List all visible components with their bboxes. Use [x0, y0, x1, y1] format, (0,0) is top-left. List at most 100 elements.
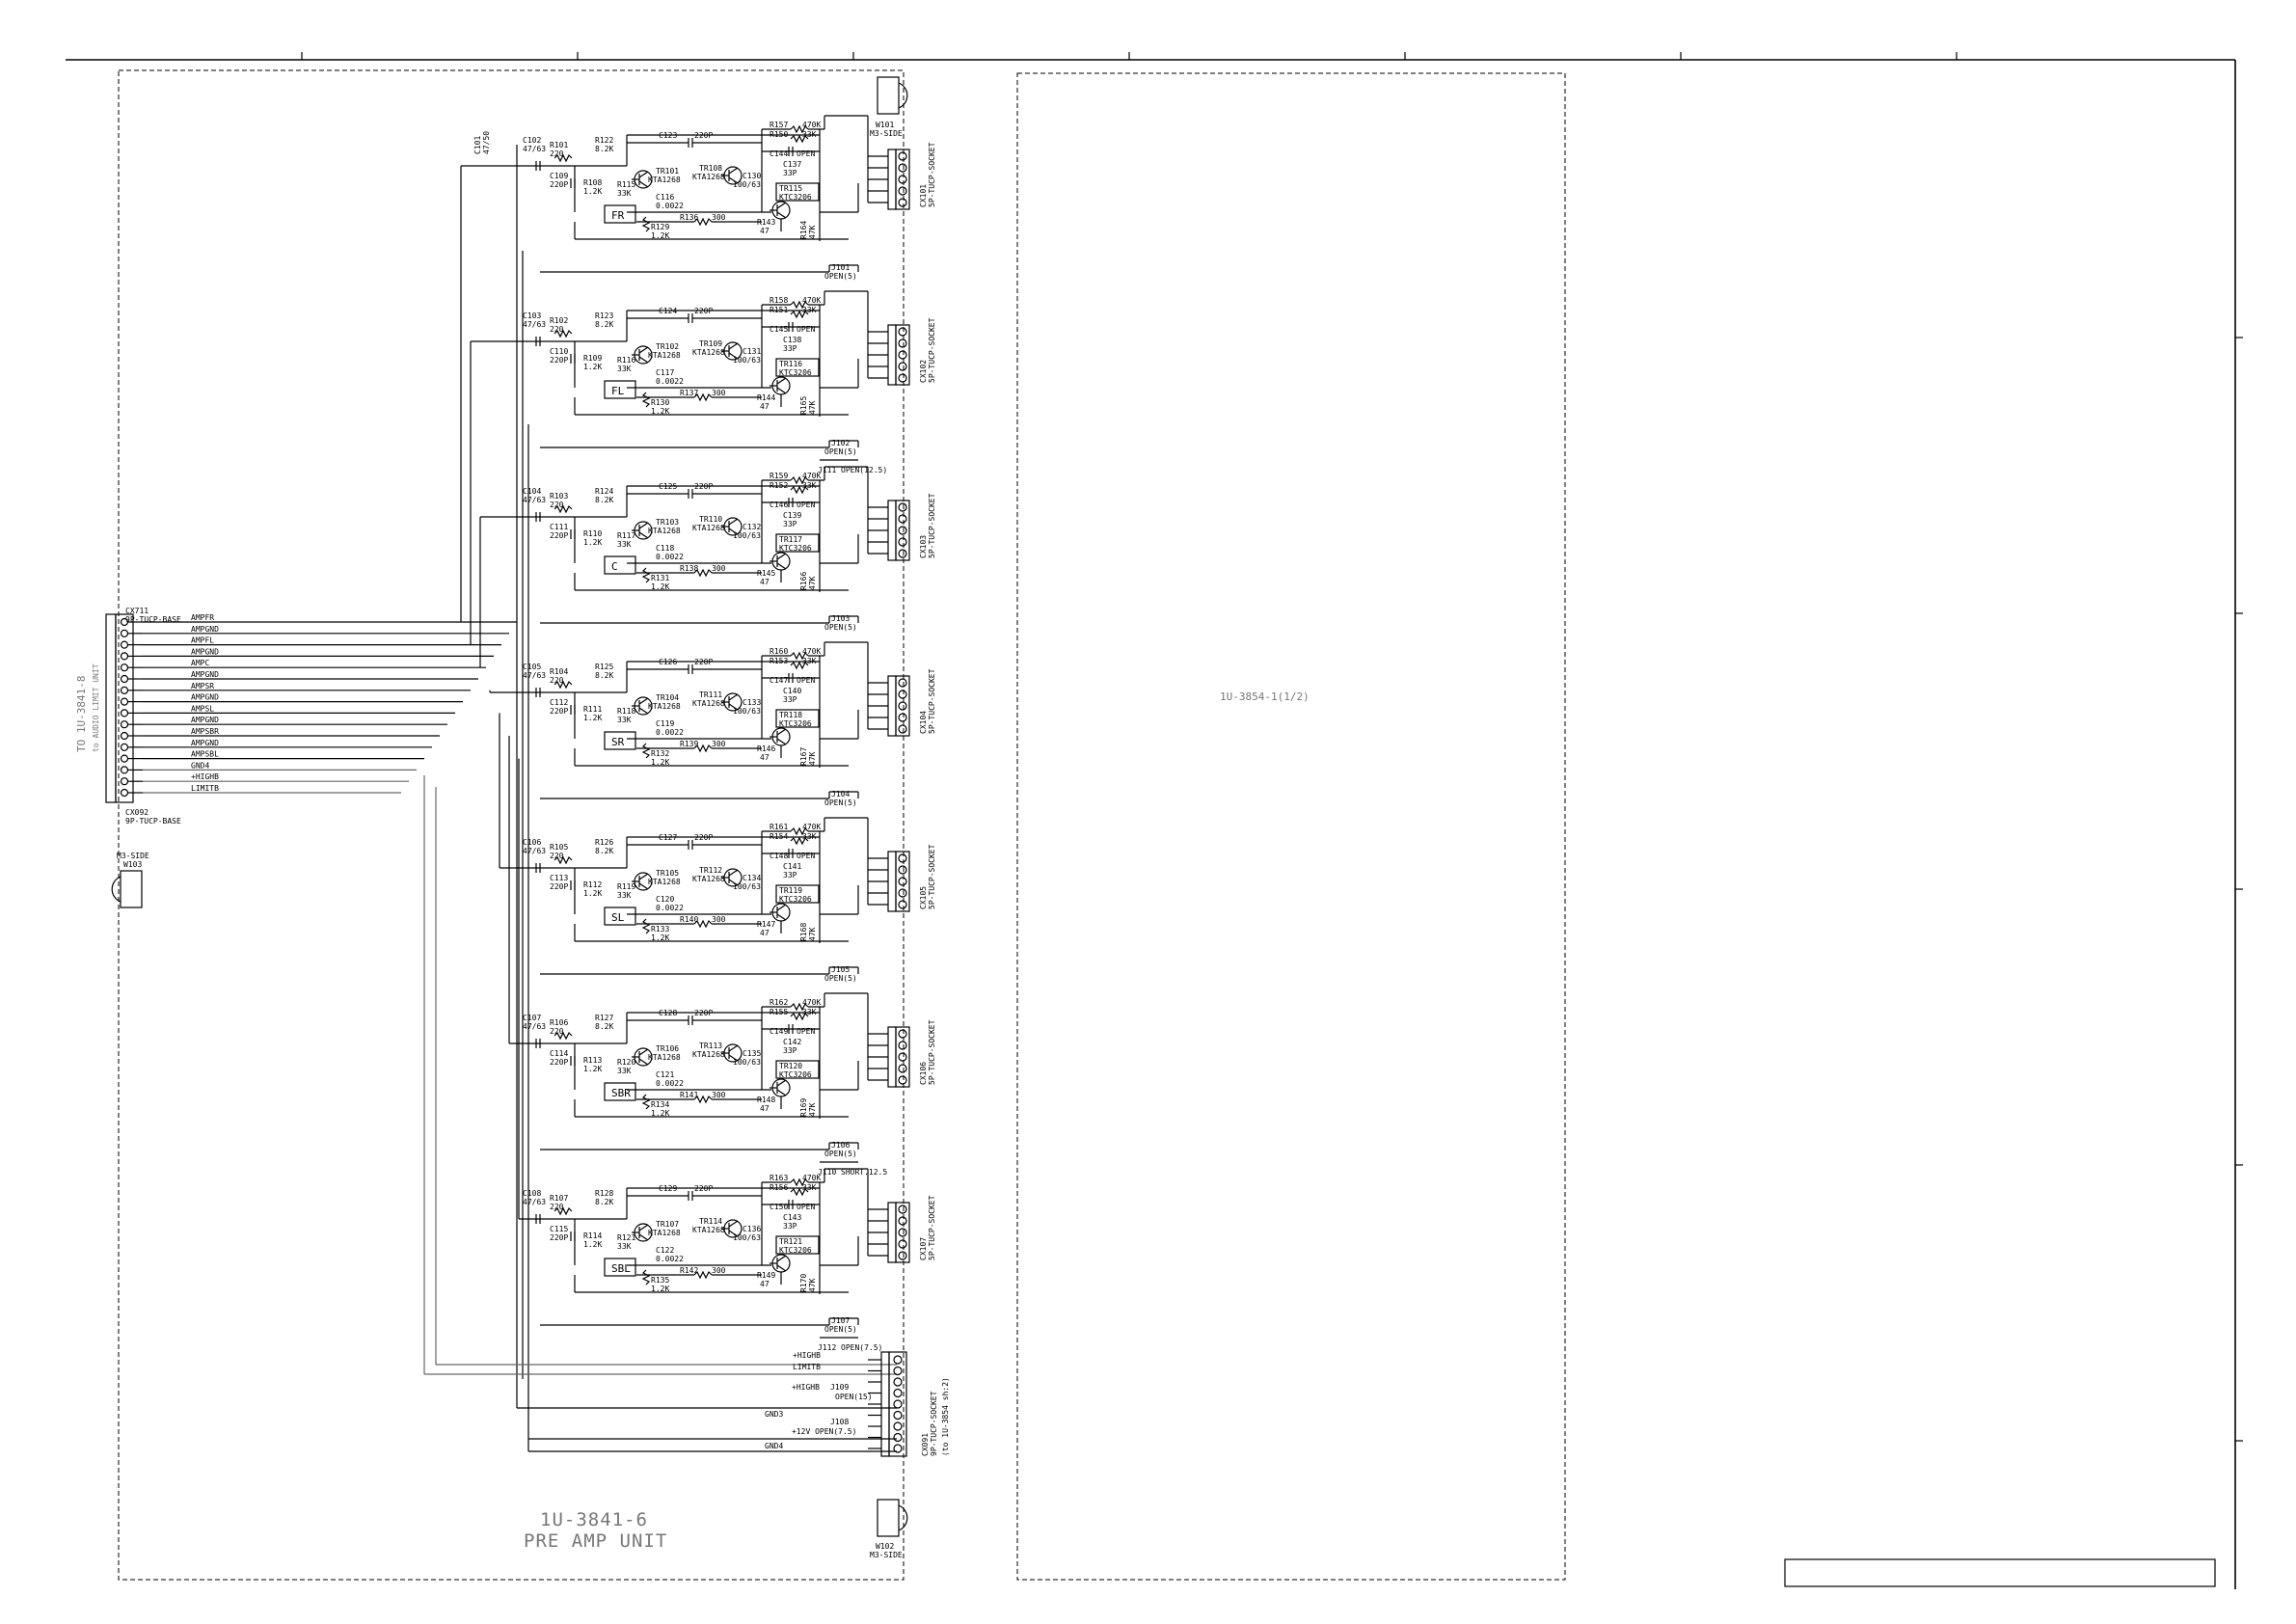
label: C149: [770, 1027, 788, 1036]
label: R122: [595, 136, 613, 145]
label: KTC3206: [779, 368, 812, 377]
signal-label: AMPGND: [191, 693, 219, 702]
label: C129: [659, 1184, 677, 1193]
label: R158: [770, 296, 788, 305]
label: C115: [550, 1225, 568, 1233]
label: R135: [651, 1276, 669, 1285]
label: 300: [712, 213, 726, 222]
socket-type: 5P-TUCP-SOCKET: [928, 493, 936, 558]
label: OPEN(12.5): [841, 466, 887, 474]
socket-type: 5P-TUCP-SOCKET: [928, 1019, 936, 1085]
label: TR117: [779, 535, 802, 544]
label: C110: [550, 347, 568, 356]
label: C126: [659, 658, 677, 666]
label: R123: [595, 311, 613, 320]
signal-label: AMPSL: [191, 704, 214, 713]
label: 220P: [694, 307, 713, 315]
signal-label: GND4: [191, 761, 209, 770]
connector-pin: [893, 1444, 903, 1453]
label: C136: [743, 1225, 761, 1233]
svg-text:M3-SIDE: M3-SIDE: [870, 1551, 903, 1559]
svg-text:CX092: CX092: [125, 808, 149, 817]
label: 47/63: [523, 671, 546, 680]
label: C143: [783, 1213, 801, 1222]
signal-label: AMPGND: [191, 670, 219, 679]
label: 470K: [802, 998, 821, 1007]
svg-text:+12V OPEN(7.5): +12V OPEN(7.5): [792, 1427, 856, 1436]
label: 220P: [694, 482, 713, 491]
label: KTA1268: [648, 878, 681, 886]
label: 8.2K: [595, 847, 613, 855]
label: 1.2K: [651, 934, 669, 942]
label: R143: [757, 218, 775, 227]
label: R163: [770, 1174, 788, 1182]
label: OPEN(5): [824, 1325, 857, 1334]
label: C131: [743, 347, 761, 356]
connector-pin: [120, 766, 129, 774]
label: R128: [595, 1189, 613, 1198]
label: TR106: [656, 1044, 679, 1053]
channel-name: SL: [611, 911, 625, 924]
label: 47: [760, 929, 770, 937]
label: R147: [757, 920, 775, 929]
label: C134: [743, 874, 761, 882]
label: R138: [680, 564, 698, 573]
label: TR107: [656, 1220, 679, 1229]
label: C135: [743, 1049, 761, 1058]
label: 0.0022: [656, 1079, 684, 1088]
connector-pin: [893, 1355, 903, 1365]
socket-type: 5P-TUCP-SOCKET: [928, 317, 936, 383]
label: 220P: [550, 180, 568, 189]
connector-pin: [120, 686, 129, 694]
label: C119: [656, 719, 674, 728]
label: R160: [770, 647, 788, 656]
label: KTA1268: [692, 173, 725, 181]
label: OPEN: [797, 501, 815, 509]
label: C133: [743, 698, 761, 707]
connector-pin: [893, 1410, 903, 1421]
label: R118: [617, 707, 635, 716]
signal-label: AMPGND: [191, 625, 219, 634]
label: TR104: [656, 693, 679, 702]
label: C145: [770, 325, 788, 334]
label: 33K: [802, 657, 817, 665]
label: KTA1268: [692, 1050, 725, 1059]
label: 470K: [802, 647, 821, 656]
svg-text:to AUDIO LIMIT UNIT: to AUDIO LIMIT UNIT: [92, 663, 100, 752]
label: TR108: [699, 164, 722, 173]
label: R159: [770, 472, 788, 480]
resistor-label: R169: [799, 1098, 808, 1117]
label: OPEN(7.5): [841, 1343, 882, 1352]
connector-pin: [893, 1432, 903, 1443]
label: 33K: [617, 716, 632, 724]
label: R141: [680, 1091, 698, 1099]
label: C124: [659, 307, 677, 315]
label: 33P: [783, 695, 797, 704]
label: 47/63: [523, 320, 546, 329]
label: 47/63: [523, 847, 546, 855]
label: C147: [770, 676, 788, 685]
label: R134: [651, 1100, 669, 1109]
label: R162: [770, 998, 788, 1007]
resistor-value: 47K: [808, 400, 817, 415]
label: 1.2K: [651, 1285, 669, 1293]
title-block: [1784, 1558, 2216, 1587]
wire-w102: W102 M3-SIDE: [870, 1499, 908, 1559]
label: 220: [550, 501, 564, 509]
label: KTA1268: [692, 348, 725, 357]
label: C150: [770, 1203, 788, 1211]
connector-pin: [893, 1421, 903, 1431]
label: OPEN: [797, 1027, 815, 1036]
connector-pin: [893, 1388, 903, 1398]
label: 220: [550, 1027, 564, 1036]
svg-text:+HIGHB: +HIGHB: [793, 1351, 821, 1360]
label: R127: [595, 1014, 613, 1022]
label: KTA1268: [648, 1229, 681, 1237]
label: R153: [770, 657, 788, 665]
connector-pin: [120, 674, 129, 684]
label: J101: [831, 263, 850, 272]
label: C139: [783, 511, 801, 520]
label: 1.2K: [651, 758, 669, 767]
label: OPEN: [797, 676, 815, 685]
